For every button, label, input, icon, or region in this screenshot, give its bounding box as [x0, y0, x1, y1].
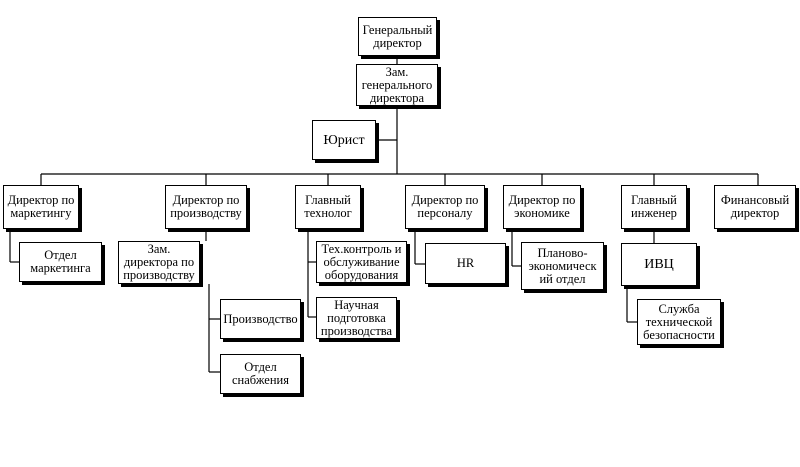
dir-production-box: Директор по производству [165, 185, 247, 229]
production-box: Производство [220, 299, 301, 339]
chief-technologist-box: Главный технолог [295, 185, 361, 229]
chief-engineer-box: Главный инженер [621, 185, 687, 229]
ceo-box: Генеральный директор [358, 17, 437, 56]
ivc-box: ИВЦ [621, 243, 697, 286]
planning-econ-box: Планово- экономическ ий отдел [521, 242, 604, 290]
lawyer-box: Юрист [312, 120, 376, 160]
deputy-production-box: Зам. директора по производству [118, 241, 200, 284]
marketing-dept-box: Отдел маркетинга [19, 242, 102, 282]
security-service-box: Служба технической безопасности [637, 299, 721, 345]
dir-marketing-box: Директор по маркетингу [3, 185, 79, 229]
dir-personnel-box: Директор по персоналу [405, 185, 485, 229]
tech-control-box: Тех.контроль и обслуживание оборудования [316, 241, 407, 283]
financial-director-box: Финансовый директор [714, 185, 796, 229]
scientific-prep-box: Научная подготовка производства [316, 297, 397, 339]
deputy-ceo-box: Зам. генерального директора [356, 64, 438, 106]
hr-box: HR [425, 243, 506, 284]
supply-dept-box: Отдел снабжения [220, 354, 301, 394]
dir-economics-box: Директор по экономике [503, 185, 581, 229]
